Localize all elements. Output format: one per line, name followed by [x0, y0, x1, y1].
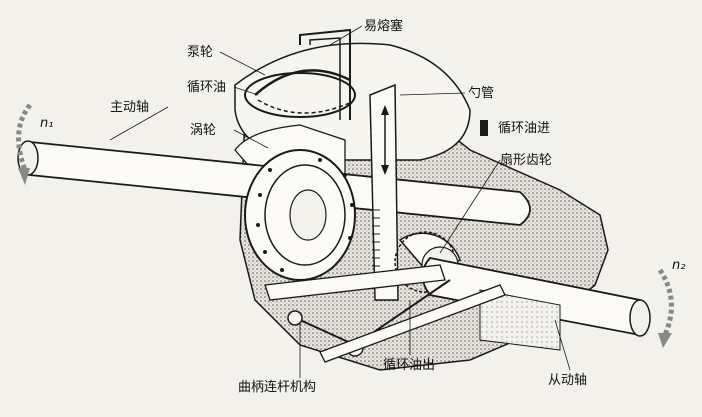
- label-oil-in: 循环油进: [498, 121, 551, 136]
- label-oil-out: 循环油出: [383, 358, 436, 373]
- label-circulating-oil: 循环油: [187, 80, 227, 95]
- label-n2: n₂: [672, 258, 686, 273]
- label-turbine: 涡轮: [190, 123, 217, 138]
- rack: [372, 209, 380, 267]
- label-crank-linkage: 曲柄连杆机构: [238, 380, 317, 395]
- rotation-arrow-n1: [16, 103, 33, 171]
- label-main-shaft: 主动轴: [110, 100, 150, 115]
- oil-inlet-mark: [480, 120, 488, 136]
- label-sector-gear: 扇形齿轮: [500, 153, 553, 168]
- rotation-arrow-n2: [657, 268, 674, 336]
- crank-linkage: [264, 264, 506, 363]
- leader-lines: [109, 25, 571, 378]
- label-pump-wheel: 泵轮: [187, 45, 214, 60]
- scoop-tube: [369, 83, 399, 301]
- label-driven-shaft: 从动轴: [548, 373, 588, 388]
- label-n1: n₁: [40, 116, 54, 131]
- label-scoop-tube: 勺管: [468, 86, 495, 101]
- label-fusible-plug: 易熔塞: [364, 19, 404, 34]
- fusible-plug-pipe: [299, 28, 351, 120]
